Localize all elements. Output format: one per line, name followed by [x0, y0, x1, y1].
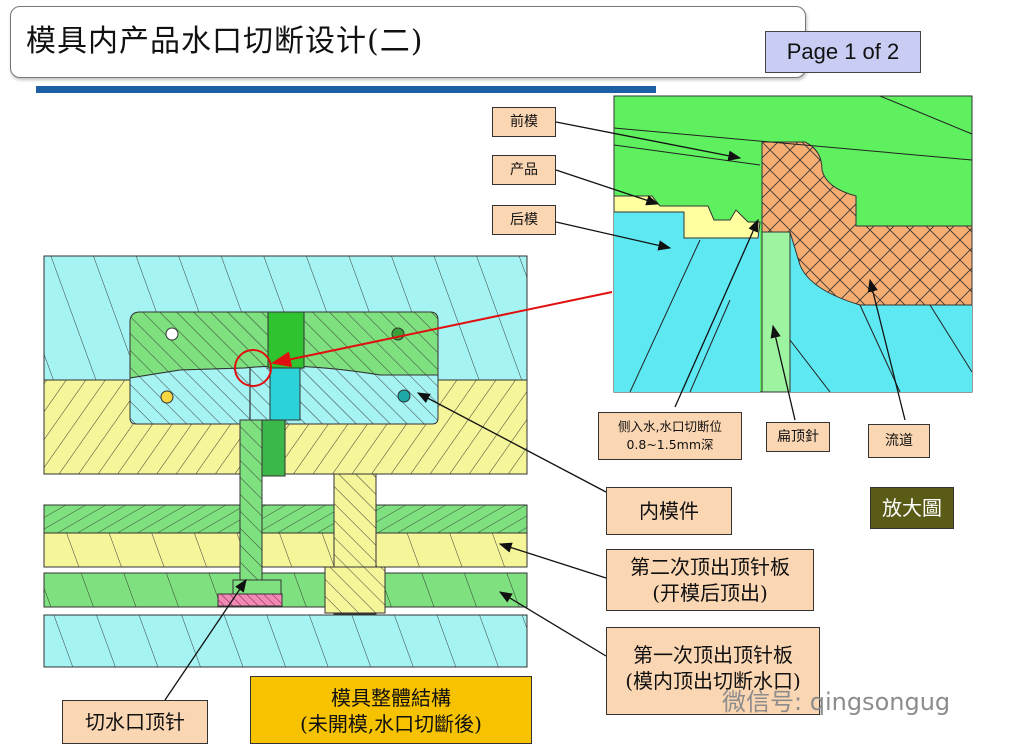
page-title: 模具内产品水口切断设计(二)	[26, 24, 424, 59]
label-cut-gate-pin: 切水口顶针	[62, 700, 208, 744]
label-enlarged: 放大圖	[870, 487, 954, 529]
label-inner-insert: 内模件	[606, 487, 732, 535]
label-structure: 模具整體結構 (未開模,水口切斷後)	[250, 676, 532, 744]
label-runner: 流道	[868, 424, 930, 458]
label-rear-mold: 后模	[492, 205, 556, 235]
label-flat-ejector: 扁顶針	[766, 422, 830, 452]
cut-gate-ejector-pin	[217, 368, 283, 607]
label-side-gate-line1: 侧入水,水口切断位	[618, 419, 722, 434]
label-first-ejector-line2: (模内顶出切断水口)	[625, 669, 801, 693]
label-first-ejector-line1: 第一次顶出顶针板	[633, 643, 793, 667]
label-second-ejector-line1: 第二次顶出顶针板	[630, 555, 790, 579]
cooling-hole	[160, 390, 174, 404]
label-first-ejector: 第一次顶出顶针板 (模内顶出切断水口)	[606, 627, 820, 715]
support-pillar	[324, 473, 386, 615]
title-frame	[10, 6, 806, 78]
label-front-mold: 前模	[492, 107, 556, 137]
enlarged-view	[613, 95, 973, 393]
detail-circle	[234, 349, 272, 387]
first-ejector-plate	[43, 572, 528, 608]
label-second-ejector-line2: (开模后顶出)	[652, 581, 768, 605]
label-structure-line1: 模具整體結構	[331, 686, 451, 710]
bottom-clamp-plate	[43, 614, 528, 668]
label-side-gate: 侧入水,水口切断位 0.8~1.5mm深	[598, 412, 742, 460]
label-side-gate-line2: 0.8~1.5mm深	[626, 437, 714, 452]
detail-arrow	[271, 291, 613, 368]
sprue-bushing	[267, 311, 305, 421]
label-second-ejector: 第二次顶出顶针板 (开模后顶出)	[606, 549, 814, 611]
title-underline	[36, 86, 656, 93]
second-ejector-plate	[43, 504, 528, 568]
label-product: 产品	[492, 155, 556, 185]
page-indicator: Page 1 of 2	[765, 31, 921, 73]
watermark: 微信号: qingsongug	[722, 688, 951, 716]
cooling-hole	[165, 327, 179, 341]
label-structure-line2: (未開模,水口切斷後)	[300, 712, 482, 736]
cooling-hole	[397, 389, 411, 403]
